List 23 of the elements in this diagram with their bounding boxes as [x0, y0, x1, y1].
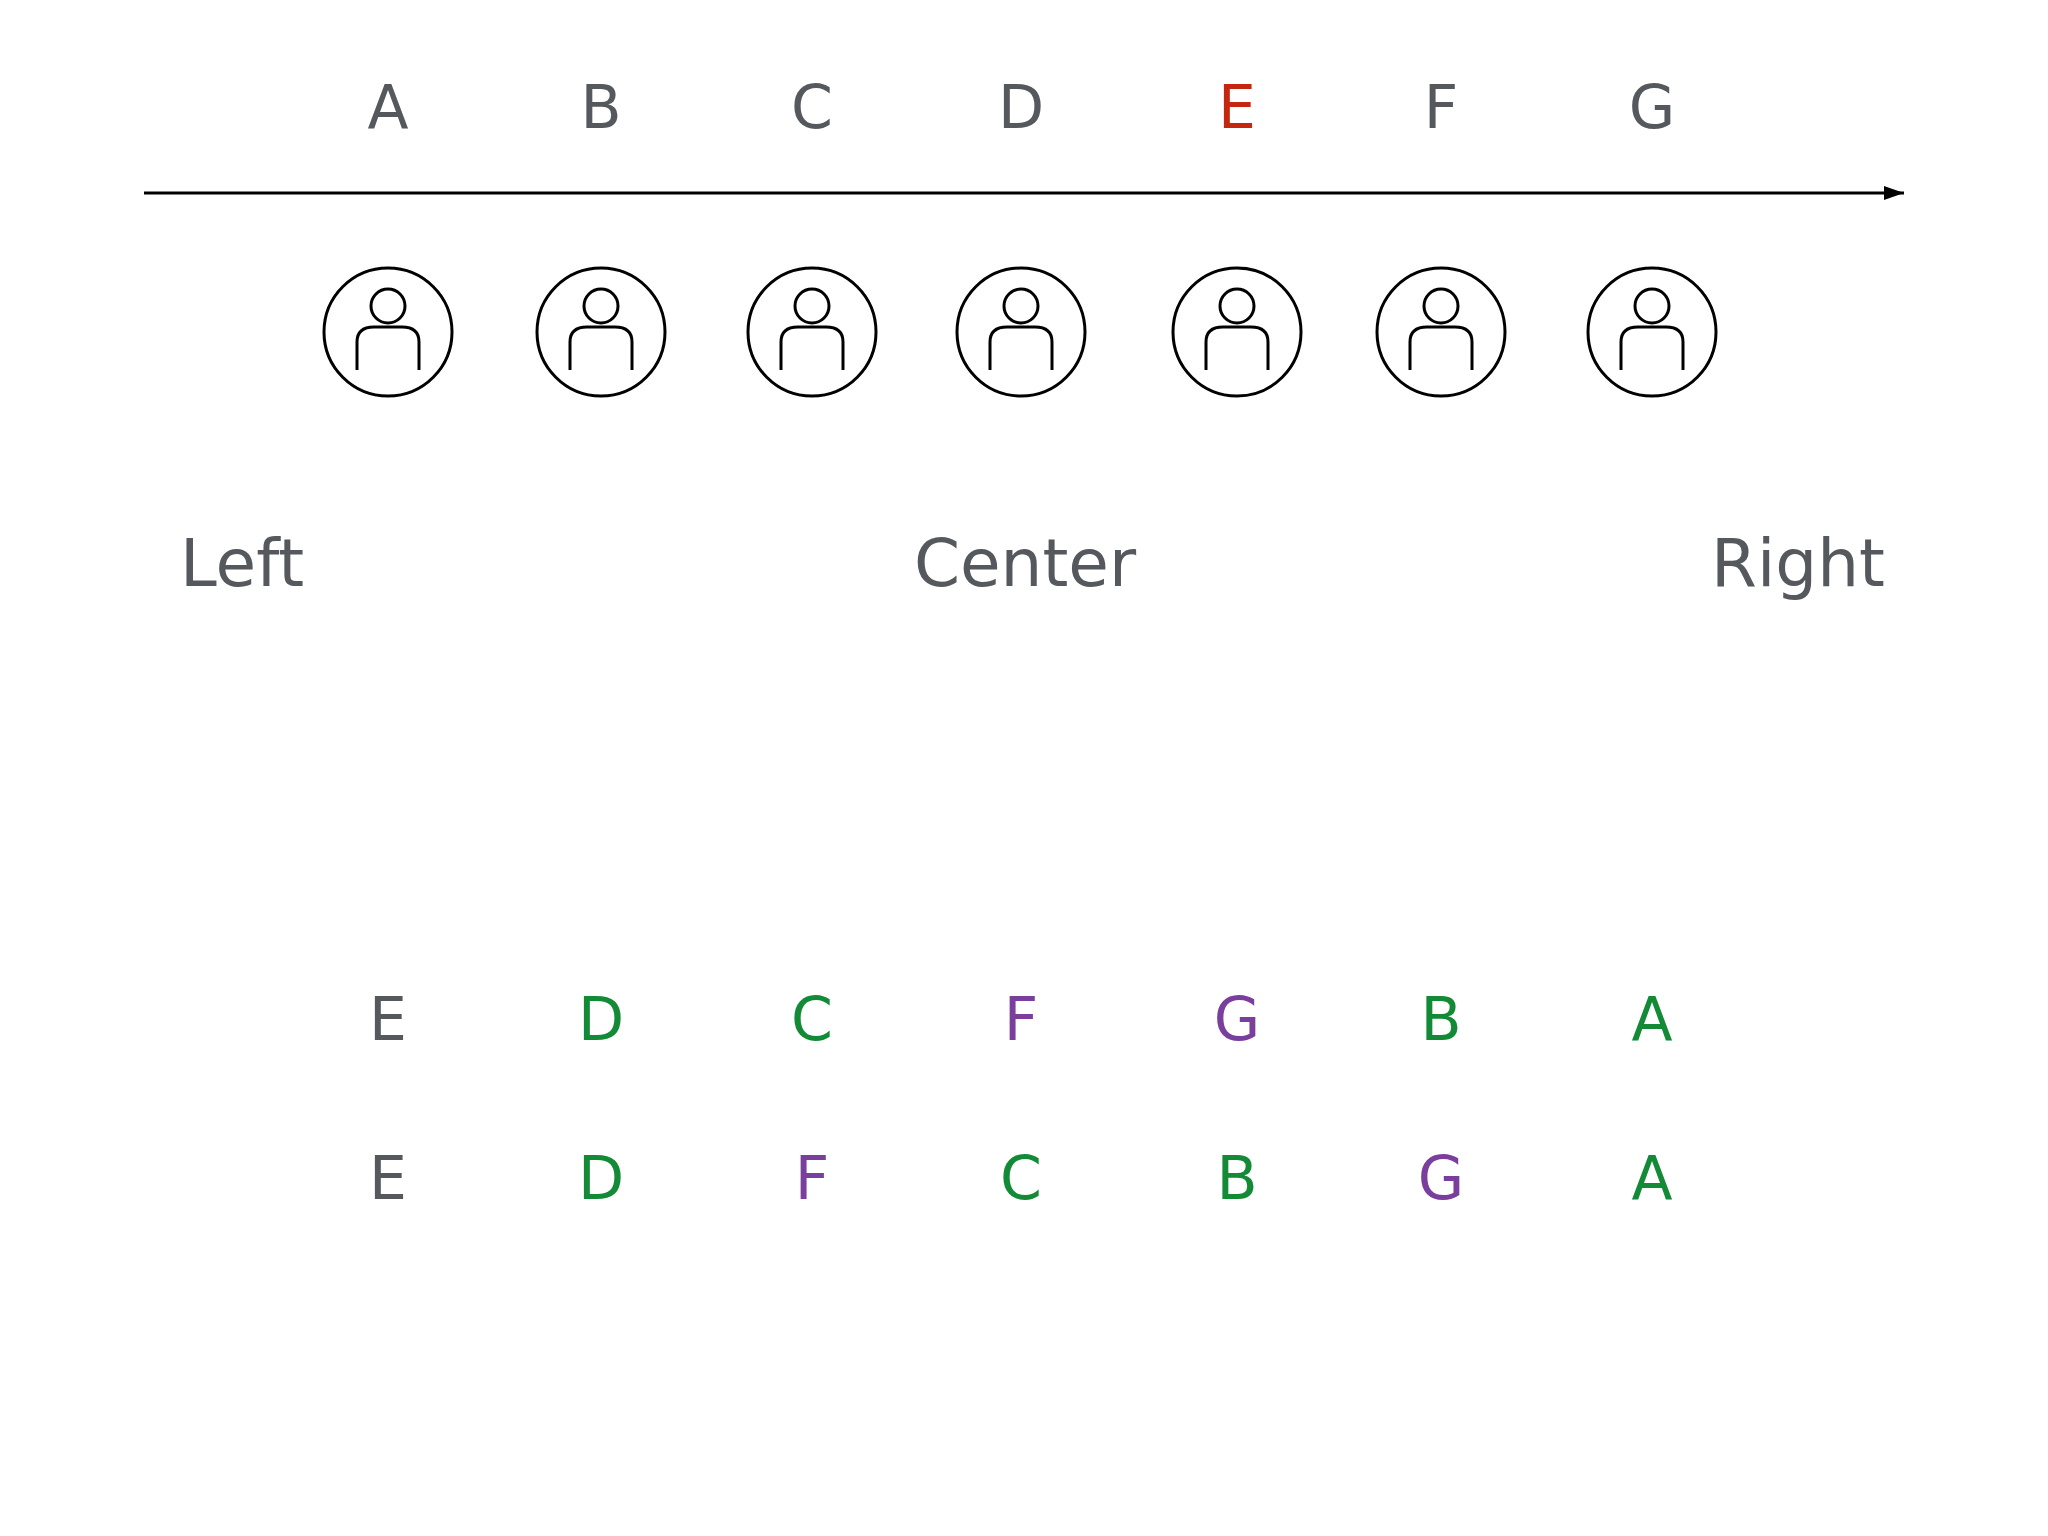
column-letter: C — [791, 77, 833, 137]
order-letter: A — [1631, 989, 1673, 1049]
order-letter: B — [1420, 989, 1462, 1049]
order-letter: D — [577, 989, 625, 1049]
order-letter: F — [794, 1148, 830, 1208]
column-letter: B — [580, 77, 622, 137]
order-letter: C — [1000, 1148, 1042, 1208]
order-letter: F — [1003, 989, 1039, 1049]
order-letter: E — [369, 989, 407, 1049]
order-letter: D — [577, 1148, 625, 1208]
column-letter: D — [997, 77, 1045, 137]
column-letter: G — [1628, 77, 1676, 137]
position-label: Center — [913, 531, 1137, 597]
column-letter: A — [367, 77, 409, 137]
position-label: Left — [179, 531, 305, 597]
order-letter: B — [1216, 1148, 1258, 1208]
column-letter: F — [1423, 77, 1459, 137]
column-letter: E — [1218, 77, 1256, 137]
order-letter: A — [1631, 1148, 1673, 1208]
order-letter: G — [1213, 989, 1261, 1049]
order-letter: G — [1417, 1148, 1465, 1208]
order-letter: C — [791, 989, 833, 1049]
order-letter: E — [369, 1148, 407, 1208]
